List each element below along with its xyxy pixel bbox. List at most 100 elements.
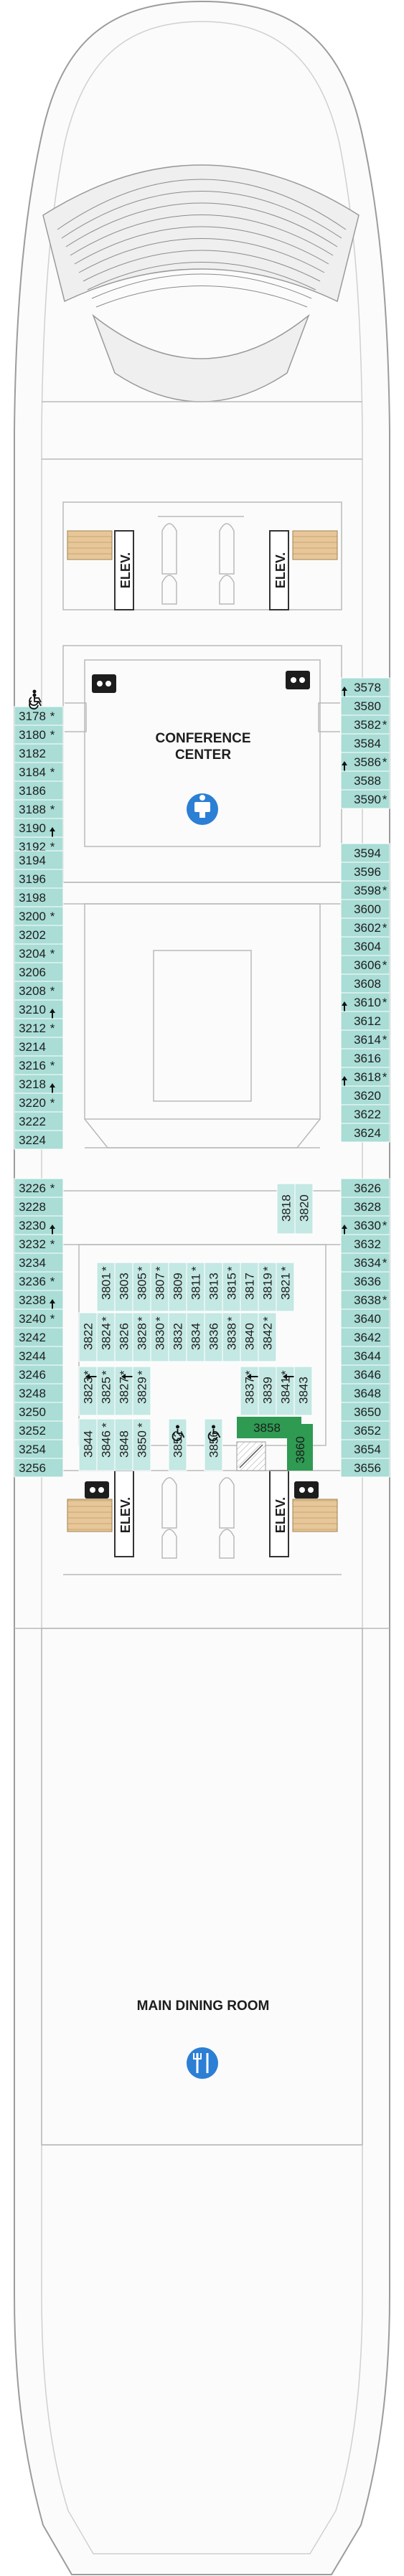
cabin[interactable]: 3602* — [340, 917, 390, 938]
cabin[interactable]: 3200* — [14, 906, 64, 926]
cabin[interactable]: 3598* — [340, 880, 390, 900]
cabin[interactable]: 3850* — [132, 1418, 151, 1471]
cabin[interactable]: 3248 — [14, 1383, 64, 1403]
cabin[interactable]: 3600 — [340, 899, 390, 919]
cabin[interactable]: 3256 — [14, 1458, 64, 1478]
cabin[interactable]: 3604 — [340, 936, 390, 956]
cabin[interactable]: 3188* — [14, 799, 64, 819]
cabin[interactable]: 3824* — [96, 1312, 116, 1362]
cabin[interactable]: 3202 — [14, 925, 64, 945]
cabin[interactable]: 3839 — [258, 1366, 277, 1416]
cabin[interactable]: 3640 — [340, 1308, 390, 1329]
cabin[interactable]: 3846* — [96, 1418, 116, 1471]
cabin[interactable]: 3638* — [340, 1290, 390, 1310]
cabin[interactable]: 3652 — [340, 1420, 390, 1440]
cabin[interactable]: 3594 — [340, 843, 390, 863]
cabin[interactable]: 3844 — [78, 1418, 98, 1471]
cabin[interactable]: 3827* — [114, 1366, 144, 1416]
cabin[interactable]: 3630* — [340, 1215, 390, 1245]
cabin[interactable]: 3805* — [132, 1262, 151, 1312]
cabin[interactable]: 3634* — [340, 1252, 390, 1273]
cabin[interactable]: 3250 — [14, 1402, 64, 1422]
cabin[interactable]: 3186 — [14, 780, 64, 801]
cabin[interactable]: 3208* — [14, 981, 64, 1001]
cabin[interactable]: 3832 — [168, 1312, 187, 1362]
cabin[interactable]: 3210 — [14, 999, 64, 1029]
cabin[interactable]: 3624 — [340, 1123, 390, 1143]
cabin[interactable]: 3823* — [78, 1366, 108, 1416]
cabin[interactable]: 3242 — [14, 1327, 64, 1347]
cabin[interactable]: 3813 — [204, 1262, 223, 1312]
cabin[interactable]: 3622 — [340, 1104, 390, 1124]
cabin[interactable]: 3822 — [78, 1312, 98, 1362]
cabin[interactable]: 3656 — [340, 1458, 390, 1478]
cabin[interactable]: 3801* — [96, 1262, 116, 1312]
cabin[interactable]: 3650 — [340, 1402, 390, 1422]
cabin[interactable]: 3178* — [14, 689, 64, 726]
cabin[interactable]: 3825* — [96, 1366, 116, 1416]
cabin[interactable]: 3578 — [340, 677, 390, 707]
cabin[interactable]: 3837* — [240, 1366, 270, 1416]
cabin[interactable]: 3636 — [340, 1271, 390, 1291]
cabin[interactable]: 3198 — [14, 887, 64, 907]
cabin[interactable]: 3218 — [14, 1074, 64, 1103]
cabin[interactable]: 3606* — [340, 955, 390, 975]
cabin[interactable]: 3852 — [168, 1418, 187, 1471]
cabin[interactable]: 3190 — [14, 818, 64, 847]
cabin[interactable]: 3626 — [340, 1178, 390, 1198]
cabin[interactable]: 3582* — [340, 714, 390, 735]
cabin[interactable]: 3246 — [14, 1364, 64, 1384]
cabin[interactable]: 3819* — [258, 1262, 277, 1312]
cabin[interactable]: 3224 — [14, 1130, 64, 1150]
cabin[interactable]: 3204* — [14, 943, 64, 963]
cabin[interactable]: 3648 — [340, 1383, 390, 1403]
cabin[interactable]: 3644 — [340, 1346, 390, 1366]
cabin[interactable]: 3220* — [14, 1093, 64, 1113]
cabin[interactable]: 3856 — [204, 1418, 223, 1471]
cabin[interactable]: 3588 — [340, 770, 390, 791]
cabin[interactable]: 3620 — [340, 1085, 390, 1105]
cabin[interactable]: 3614* — [340, 1029, 390, 1049]
cabin[interactable]: 3230 — [14, 1215, 64, 1245]
cabin[interactable]: 3194 — [14, 850, 64, 870]
cabin[interactable]: 3580 — [340, 696, 390, 716]
cabin[interactable]: 3642 — [340, 1327, 390, 1347]
cabin[interactable]: 3632 — [340, 1234, 390, 1254]
cabin[interactable]: 3612 — [340, 1011, 390, 1031]
cabin[interactable]: 3838* — [222, 1312, 241, 1362]
cabin[interactable]: 3596 — [340, 862, 390, 882]
cabin[interactable]: 3240* — [14, 1308, 64, 1329]
cabin[interactable]: 3238 — [14, 1290, 64, 1319]
cabin[interactable]: 3829* — [132, 1366, 151, 1416]
cabin[interactable]: 3809 — [168, 1262, 187, 1312]
cabin[interactable]: 3830* — [150, 1312, 169, 1362]
cabin[interactable]: 3820 — [294, 1183, 314, 1235]
cabin[interactable]: 3834 — [186, 1312, 205, 1362]
cabin[interactable]: 3803 — [114, 1262, 133, 1312]
cabin[interactable]: 3584 — [340, 733, 390, 753]
cabin[interactable]: 3234 — [14, 1252, 64, 1273]
cabin[interactable]: 3180* — [14, 725, 64, 745]
cabin[interactable]: 3214 — [14, 1037, 64, 1057]
cabin[interactable]: 3232* — [14, 1234, 64, 1254]
cabin[interactable]: 3608 — [340, 973, 390, 994]
cabin[interactable]: 3848 — [114, 1418, 133, 1471]
cabin[interactable]: 3252 — [14, 1420, 64, 1440]
cabin[interactable]: 3628 — [340, 1197, 390, 1217]
cabin[interactable]: 3212* — [14, 1018, 64, 1038]
cabin[interactable]: 3216* — [14, 1055, 64, 1075]
cabin[interactable]: 3836 — [204, 1312, 223, 1362]
cabin[interactable]: 3818 — [276, 1183, 296, 1235]
cabin[interactable]: 3236* — [14, 1271, 64, 1291]
cabin[interactable]: 3206 — [14, 962, 64, 982]
cabin[interactable]: 3226* — [14, 1178, 64, 1198]
cabin[interactable]: 3196 — [14, 869, 64, 889]
cabin[interactable]: 3244 — [14, 1346, 64, 1366]
cabin[interactable]: 3828* — [132, 1312, 151, 1362]
cabin[interactable]: 3586* — [340, 752, 390, 781]
cabin[interactable]: 3616 — [340, 1048, 390, 1068]
cabin[interactable]: 3254 — [14, 1439, 64, 1459]
cabin[interactable]: 3646 — [340, 1364, 390, 1384]
cabin[interactable]: 3817 — [240, 1262, 259, 1312]
cabin[interactable]: 3840 — [240, 1312, 259, 1362]
